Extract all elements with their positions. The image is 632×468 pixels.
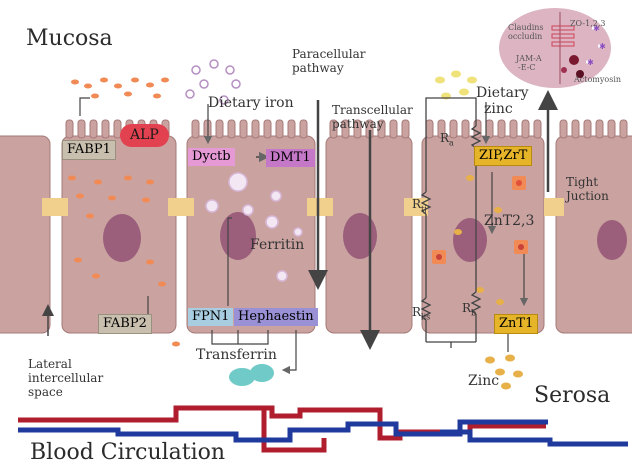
transcellular-line-1: Transcellular	[332, 103, 413, 117]
transferrin-molecule	[229, 364, 274, 386]
nucleus	[220, 212, 256, 260]
transferrin-label: Transferrin	[196, 347, 277, 363]
hephaestin-label: Hephaestin	[234, 308, 318, 327]
lateral-line-1: Lateral	[28, 357, 72, 371]
fabp2-label: FABP2	[98, 314, 152, 335]
zinc-label: Zinc	[468, 373, 500, 389]
fabp1-label: FABP1	[62, 140, 116, 161]
svg-text:✱: ✱	[587, 58, 594, 67]
dietary-zinc-line-1: Dietary	[476, 85, 529, 101]
region-blood-circulation: Blood Circulation	[30, 440, 226, 465]
znt23-label: ZnT2,3	[484, 213, 535, 229]
enterocyte-2	[186, 119, 316, 334]
nucleus	[597, 220, 627, 260]
inset-occludin: occludin	[508, 32, 543, 41]
paracellular-line-1: Paracellular	[292, 47, 366, 61]
svg-text:✱: ✱	[593, 24, 600, 33]
transcellular-line-2: pathway	[332, 117, 384, 131]
zinc-transporter-squares	[432, 176, 528, 264]
blood-circulation-lines	[18, 405, 628, 453]
iron-particles	[185, 59, 241, 105]
fpn1-label: FPN1	[188, 308, 234, 327]
nucleus	[453, 218, 487, 262]
tight-junction-inset: ✱ ✱ ✱	[499, 8, 611, 88]
alp-label: ALP	[120, 124, 169, 148]
resistor-rb-label: Rb	[462, 301, 477, 318]
cell-left-partial	[0, 135, 51, 334]
region-serosa: Serosa	[534, 383, 611, 408]
dietary-iron-label: Dietary iron	[208, 95, 294, 111]
fatty-acid-dots	[68, 77, 180, 347]
dietary-zinc-line-2: zinc	[484, 101, 513, 117]
nucleus	[343, 213, 377, 259]
zip-zrt-label: ZIP,ZrT	[474, 146, 533, 167]
resistor-rtj-label: Rtj	[412, 197, 427, 214]
tight-junction-line-2: Juction	[566, 189, 609, 203]
lateral-line-2: intercellular	[28, 371, 104, 385]
region-mucosa: Mucosa	[26, 26, 113, 51]
cell-right-partial	[555, 119, 632, 334]
pathway-arrows	[42, 90, 558, 375]
tight-junction-line-1: Tight	[566, 175, 599, 189]
nucleus	[103, 214, 141, 262]
inset-actomyosin: Actomyosin	[574, 75, 622, 84]
dyctb-label: Dyctb	[188, 148, 235, 167]
resistor-ra-label: Ra	[440, 131, 454, 148]
inset-zo: ZO-1,2,3	[570, 19, 606, 28]
znt1-label: ZnT1	[494, 314, 539, 335]
lateral-line-3: space	[28, 385, 63, 399]
zinc-particles	[435, 70, 523, 390]
inset-claudins: Claudins	[508, 23, 544, 32]
svg-text:✱: ✱	[599, 42, 606, 51]
paracellular-line-2: pathway	[292, 61, 344, 75]
dmt1-label: DMT1	[266, 149, 315, 168]
inset-jam: JAM-A	[516, 54, 542, 63]
ferritin-label: Ferritin	[250, 237, 305, 253]
resistor-circuit	[420, 97, 482, 348]
ferritin-vesicles	[205, 172, 303, 282]
inset-ecad: -E-C	[518, 63, 536, 72]
resistor-rlis-label: Rlis	[412, 305, 431, 322]
